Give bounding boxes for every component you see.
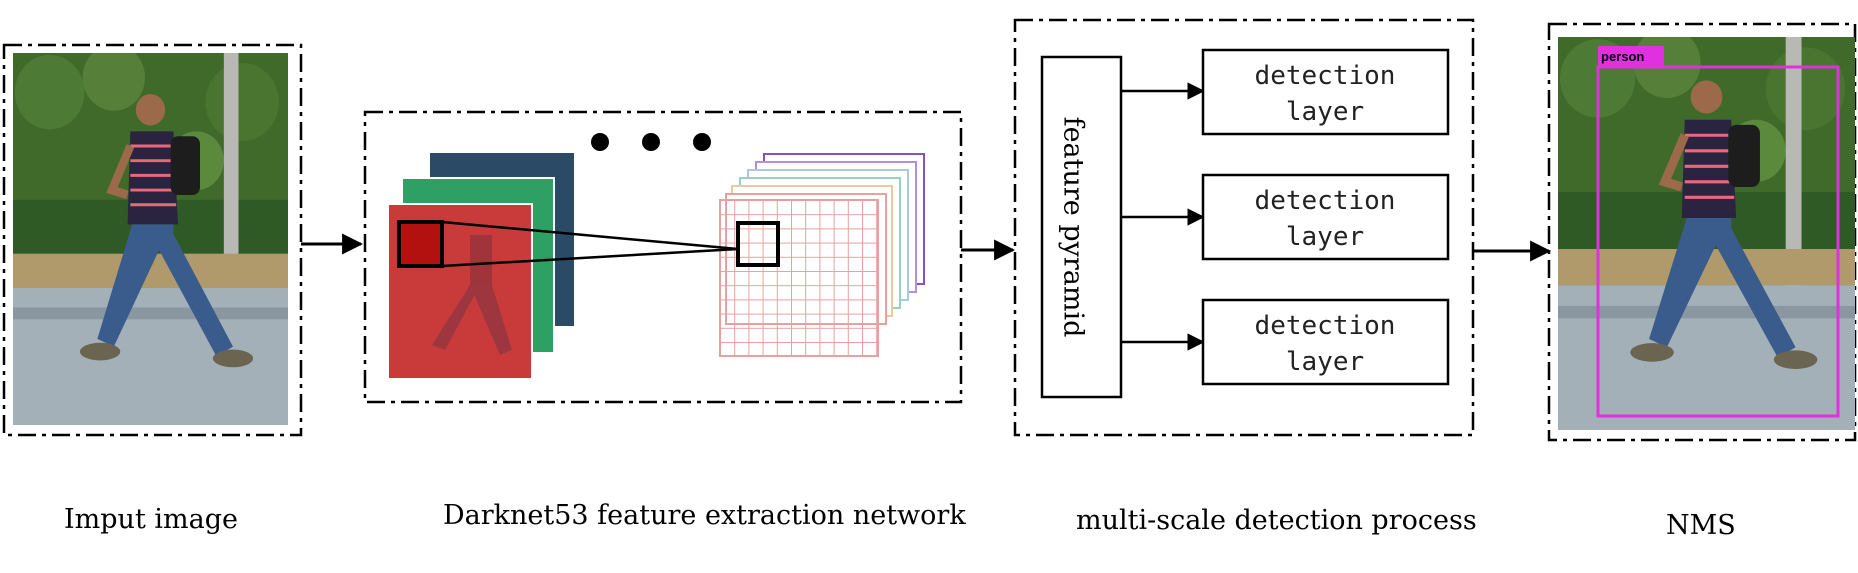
feature-grid-stack xyxy=(719,153,925,357)
svg-text:layer: layer xyxy=(1286,347,1364,377)
nms-caption: NMS xyxy=(1666,510,1736,541)
nms-stage: person xyxy=(1547,22,1857,442)
svg-text:person: person xyxy=(1601,49,1644,64)
backbone-frame xyxy=(363,110,963,404)
feature-pyramid-label: feature pyramid xyxy=(1058,117,1089,338)
input-image-stage xyxy=(2,43,303,437)
backbone-stage xyxy=(363,110,963,404)
detection-layer-2: detection layer xyxy=(1201,173,1450,261)
svg-text:detection: detection xyxy=(1255,311,1396,341)
backbone-caption: Darknet53 feature extraction network xyxy=(443,500,966,531)
svg-text:detection: detection xyxy=(1255,186,1396,216)
person-label-tag xyxy=(1598,46,1664,66)
nms-photo xyxy=(1558,28,1855,430)
input-photo xyxy=(13,44,288,425)
ellipsis-icon xyxy=(591,133,609,151)
nms-frame xyxy=(1547,22,1857,442)
detection-layer-3: detection layer xyxy=(1201,298,1450,386)
input-frame xyxy=(2,43,303,437)
person-bounding-box xyxy=(1596,65,1840,418)
detection-frame xyxy=(1013,18,1475,437)
receptive-field xyxy=(397,220,444,268)
detection-layer-1: detection layer xyxy=(1201,48,1450,136)
input-caption: Imput image xyxy=(64,504,238,535)
svg-text:detection: detection xyxy=(1255,61,1396,91)
detection-caption: multi-scale detection process xyxy=(1076,505,1477,536)
svg-text:layer: layer xyxy=(1286,97,1364,127)
detection-stage: feature pyramid detection layer detectio… xyxy=(1013,18,1475,437)
output-cell xyxy=(736,221,780,267)
svg-text:layer: layer xyxy=(1286,222,1364,252)
feature-pyramid-box xyxy=(1040,55,1123,399)
pink-grid-map xyxy=(719,199,879,357)
